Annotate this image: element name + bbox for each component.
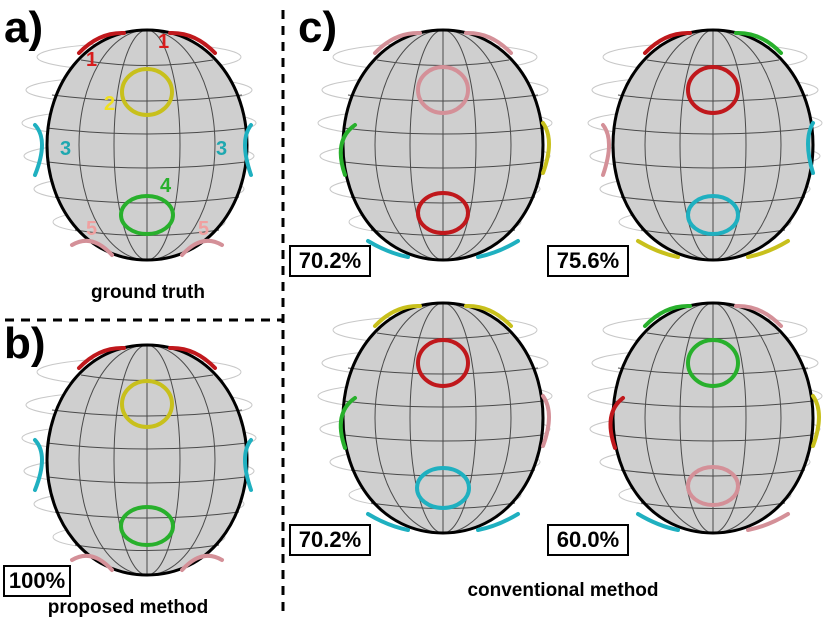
ring-5-right [180, 238, 224, 257]
label-3-right: 3 [216, 138, 227, 160]
sphere-b [20, 343, 258, 577]
percent-box-c1 [289, 245, 371, 277]
sphere-c3 [316, 301, 554, 535]
percent-c4: 60.0% [557, 527, 619, 552]
percent-box-c3 [289, 524, 371, 556]
label-1-right: 1 [158, 31, 169, 53]
percent-box-c2 [547, 245, 629, 277]
percent-box-b [3, 565, 71, 597]
panel-a: a) 1 1 2 3 3 4 5 5 ground truth [4, 3, 258, 303]
ring-2 [120, 67, 174, 117]
label-5-left: 5 [86, 218, 97, 240]
panel-c: c) 70.2% [289, 3, 824, 601]
ring-1-right [168, 30, 217, 55]
ring-5-left [70, 238, 114, 257]
ring-3-right [243, 123, 253, 177]
panel-b-letter: b) [4, 319, 46, 368]
panel-a-letter: a) [4, 3, 43, 52]
percent-c2: 75.6% [557, 248, 619, 273]
label-5-right: 5 [198, 218, 209, 240]
ring-4 [119, 194, 175, 236]
percent-c3: 70.2% [299, 527, 361, 552]
percent-box-c4 [547, 524, 629, 556]
sphere-c1 [316, 28, 554, 262]
ring-3-left [33, 123, 44, 177]
percent-b: 100% [9, 568, 65, 593]
panel-c-caption: conventional method [467, 580, 658, 601]
ring-1-left [77, 30, 126, 55]
sphere-c4 [586, 301, 824, 535]
percent-c1: 70.2% [299, 248, 361, 273]
panel-c-letter: c) [298, 3, 337, 52]
label-1-left: 1 [86, 49, 97, 71]
sphere-c2 [586, 28, 824, 262]
sphere-a [20, 28, 258, 262]
panel-a-caption: ground truth [91, 282, 205, 303]
label-3-left: 3 [60, 138, 71, 160]
label-2: 2 [104, 93, 115, 115]
panel-b: b) 100% proposed method [3, 319, 258, 618]
panel-b-caption: proposed method [48, 597, 208, 618]
label-4: 4 [160, 175, 172, 197]
